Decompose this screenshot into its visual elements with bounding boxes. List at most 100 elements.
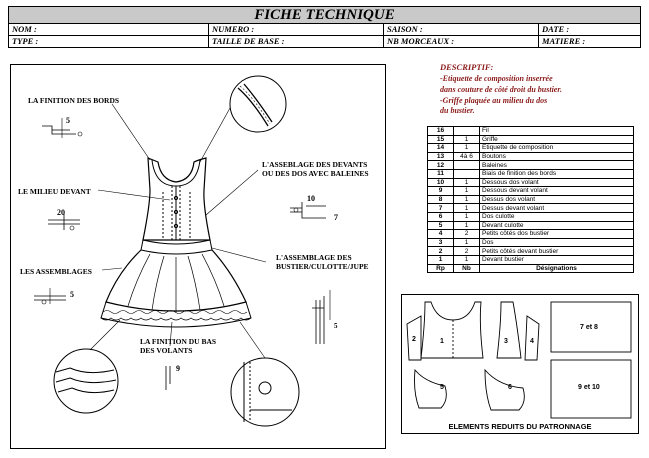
cell-rp: 12 bbox=[427, 160, 454, 170]
header-rp: Rp bbox=[427, 263, 454, 274]
patron-piece-3: 3 bbox=[504, 338, 508, 345]
cell-nb: 1 bbox=[453, 194, 480, 205]
cell-rp: 2 bbox=[427, 246, 454, 256]
label-finition-bas-2: DES VOLANTS bbox=[140, 346, 193, 355]
cell-nb: 1 bbox=[453, 220, 480, 231]
cell-rp: 5 bbox=[427, 220, 454, 231]
descriptif-line-1: -Etiquette de composition inserrée bbox=[440, 74, 553, 83]
measure-5-assemblages: 5 bbox=[70, 290, 74, 299]
measure-7: 7 bbox=[334, 213, 338, 222]
label-assemblage-devants-1: L'ASSEBLAGE DES DEVANTS bbox=[262, 160, 368, 169]
cell-designation: Devant bustier bbox=[479, 254, 634, 265]
cell-nb: 1 bbox=[453, 186, 480, 196]
cell-designation: Dessous devant volant bbox=[479, 186, 634, 196]
descriptif-line-2: dans couture de côté droit du bustier. bbox=[440, 85, 563, 94]
header-row-1: NOM : NUMERO : SAISON : DATE : bbox=[8, 24, 641, 36]
cell-nb: 1 bbox=[453, 134, 480, 145]
cell-rp: 15 bbox=[427, 134, 454, 145]
field-saison[interactable]: SAISON : bbox=[384, 24, 539, 35]
cell-designation: Petits côtés devant bustier bbox=[479, 246, 634, 256]
patron-caption: ELEMENTS REDUITS DU PATRONNAGE bbox=[448, 422, 592, 431]
label-assemblage-bustier-1: L'ASSEMBLAGE DES bbox=[276, 253, 352, 262]
measure-9: 9 bbox=[176, 364, 180, 373]
cell-nb bbox=[453, 160, 480, 170]
descriptif-line-3: -Griffe plaquée au milieu du dos bbox=[440, 96, 548, 105]
cell-rp: 3 bbox=[427, 237, 454, 248]
cell-nb: 1 bbox=[453, 237, 480, 248]
cell-rp: 1 bbox=[427, 254, 454, 265]
cell-designation: Dos bbox=[479, 237, 634, 248]
cell-designation: Devant culotte bbox=[479, 220, 634, 231]
header-nb: Nb bbox=[453, 263, 480, 274]
table-row: 11 Biais de finition des bords bbox=[427, 168, 634, 179]
label-milieu-devant: LE MILIEU DEVANT bbox=[18, 187, 91, 196]
patron-piece-7-8: 7 et 8 bbox=[580, 324, 598, 331]
cell-nb: 2 bbox=[453, 246, 480, 256]
cell-designation: Biais de finition des bords bbox=[479, 168, 634, 179]
field-taille-base[interactable]: TAILLE DE BASE : bbox=[209, 36, 384, 47]
cell-nb: 1 bbox=[453, 203, 480, 213]
cell-rp: 16 bbox=[427, 126, 454, 136]
cell-designation: Dos culotte bbox=[479, 211, 634, 222]
cell-designation: Dessous dos volant bbox=[479, 177, 634, 188]
cell-rp: 13 bbox=[427, 151, 454, 162]
patron-piece-2: 2 bbox=[412, 336, 416, 343]
label-assemblage-devants-2: OU DES DOS AVEC BALEINES bbox=[262, 169, 369, 178]
cell-designation: Fil bbox=[479, 126, 634, 136]
cell-rp: 11 bbox=[427, 168, 454, 179]
table-row: 16 Fil bbox=[427, 126, 634, 136]
cell-rp: 8 bbox=[427, 194, 454, 205]
cell-rp: 6 bbox=[427, 211, 454, 222]
cell-designation: Baleines bbox=[479, 160, 634, 170]
measure-5-bustier: 5 bbox=[334, 322, 338, 330]
cell-nb: 1 bbox=[453, 254, 480, 265]
cell-designation: Etiquette de composition bbox=[479, 143, 634, 153]
field-type[interactable]: TYPE : bbox=[9, 36, 209, 47]
cell-nb: 2 bbox=[453, 229, 480, 239]
cell-designation: Boutons bbox=[479, 151, 634, 162]
table-row: 12 Baleines bbox=[427, 160, 634, 170]
patron-pieces bbox=[406, 301, 632, 419]
cell-rp: 7 bbox=[427, 203, 454, 213]
cell-rp: 10 bbox=[427, 177, 454, 188]
field-matiere[interactable]: MATIERE : bbox=[542, 36, 586, 46]
field-date[interactable]: DATE : bbox=[542, 24, 570, 34]
patron-piece-4: 4 bbox=[530, 338, 534, 345]
header-row-2: TYPE : TAILLE DE BASE : NB MORCEAUX : MA… bbox=[8, 36, 641, 48]
measure-20: 20 bbox=[57, 208, 65, 217]
technical-drawing-frame bbox=[10, 64, 386, 449]
label-assemblages: LES ASSEMBLAGES bbox=[20, 267, 92, 276]
header-designation: Désignations bbox=[479, 263, 634, 274]
cell-nb bbox=[453, 168, 480, 179]
cell-nb: 1 bbox=[453, 143, 480, 153]
cell-nb: 1 bbox=[453, 177, 480, 188]
measure-5-bords: 5 bbox=[66, 116, 70, 125]
cell-designation: Griffe bbox=[479, 134, 634, 145]
cell-nb: 4à 6 bbox=[453, 151, 480, 162]
patron-piece-1: 1 bbox=[440, 338, 444, 345]
cell-designation: Petits côtés dos bustier bbox=[479, 229, 634, 239]
field-nom[interactable]: NOM : bbox=[9, 24, 209, 35]
field-numero[interactable]: NUMERO : bbox=[209, 24, 384, 35]
patron-piece-6: 6 bbox=[508, 384, 512, 391]
descriptif-title: DESCRIPTIF: bbox=[440, 62, 494, 72]
sheet-title: FICHE TECHNIQUE bbox=[8, 6, 641, 24]
cell-nb bbox=[453, 126, 480, 136]
cell-designation: Dessus dos volant bbox=[479, 194, 634, 205]
patron-piece-9-10: 9 et 10 bbox=[578, 384, 600, 391]
cell-designation: Dessus devant volant bbox=[479, 203, 634, 213]
field-nb-morceaux[interactable]: NB MORCEAUX : bbox=[384, 36, 539, 47]
measure-10: 10 bbox=[307, 194, 315, 203]
label-finition-bords: LA FINITION DES BORDS bbox=[28, 96, 120, 105]
